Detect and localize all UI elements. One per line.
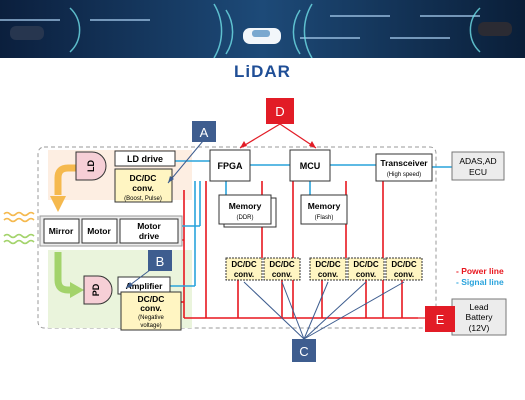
dcdc-small-5-conv: conv. xyxy=(394,270,414,279)
legend-power-line: - Power line xyxy=(456,266,504,276)
transceiver-block xyxy=(375,153,433,182)
legend-signal-line: - Signal line xyxy=(456,277,504,287)
dcdc-boost-conv: conv. xyxy=(132,183,154,193)
receive-arrowhead xyxy=(70,282,84,298)
memory-flash-sub: (Flash) xyxy=(315,215,334,221)
ecu-label: ECU xyxy=(469,167,487,177)
transceiver-label: Transceiver xyxy=(380,158,428,168)
callout-d-label: D xyxy=(275,104,284,119)
dcdc-small-4-conv: conv. xyxy=(356,270,376,279)
receive-path-arrow xyxy=(54,252,72,294)
dcdc-small-2-title: DC/DC xyxy=(269,260,295,269)
mirror-label: Mirror xyxy=(49,226,74,236)
motor-block xyxy=(81,218,118,244)
ld-label: LD xyxy=(86,160,96,172)
callout-d-arrowhead-2 xyxy=(309,141,316,148)
callout-c-label: C xyxy=(299,344,308,359)
memory-flash-label: Memory xyxy=(308,201,341,211)
ld-drive-label: LD drive xyxy=(127,154,163,164)
signal-lines xyxy=(170,160,452,287)
callout-e-box xyxy=(425,306,455,332)
emit-path-arrow xyxy=(54,164,76,195)
mcu-block xyxy=(289,149,331,182)
motor-drive-label-2: drive xyxy=(139,231,160,241)
callout-b-arrowhead xyxy=(126,282,133,288)
motor-drive-block xyxy=(119,218,179,244)
dcdc-small-4-title: DC/DC xyxy=(353,260,379,269)
adas-ecu-block xyxy=(451,151,505,181)
callout-d-box xyxy=(266,98,294,124)
battery-label-1: Lead xyxy=(470,302,489,312)
dcdc-small-1: DC/DC conv. xyxy=(225,257,263,281)
dcdc-negative-block xyxy=(120,291,182,331)
motor-drive-label-1: Motor xyxy=(137,221,161,231)
power-lines xyxy=(180,181,418,319)
battery-label-2: Battery xyxy=(466,312,494,322)
callout-c-box xyxy=(292,339,316,362)
outgoing-beams xyxy=(3,211,35,223)
ld-block xyxy=(75,151,107,181)
dcdc-small-3-conv: conv. xyxy=(318,270,338,279)
dcdc-negative-title: DC/DC xyxy=(138,294,165,304)
dcdc-negative-sub2: voltage) xyxy=(140,323,161,329)
battery-label-3: (12V) xyxy=(469,323,490,333)
callout-a-label: A xyxy=(200,125,209,140)
mirror-block xyxy=(43,218,80,244)
dcdc-small-4: DC/DC conv. xyxy=(347,257,385,281)
dcdc-small-3: DC/DC conv. xyxy=(309,257,347,281)
dcdc-small-5-title: DC/DC xyxy=(391,260,417,269)
callout-a-box xyxy=(192,121,216,142)
mcu-label: MCU xyxy=(300,161,321,171)
dcdc-small-2: DC/DC conv. xyxy=(263,257,301,281)
pd-label: PD xyxy=(91,283,101,296)
callout-a-arrowhead xyxy=(168,176,174,183)
callout-b-box xyxy=(148,250,172,271)
ld-drive-block xyxy=(114,150,176,167)
emit-arrowhead xyxy=(50,196,66,212)
battery-block xyxy=(451,298,507,336)
dcdc-small-1-conv: conv. xyxy=(234,270,254,279)
system-boundary xyxy=(37,146,437,329)
dcdc-boost-title: DC/DC xyxy=(130,173,157,183)
memory-ddr-label: Memory xyxy=(229,201,262,211)
incoming-beams xyxy=(3,233,35,245)
callout-d-arrowhead-1 xyxy=(240,141,247,148)
callout-c-pointers xyxy=(243,281,405,340)
dcdc-boost-block xyxy=(114,168,173,203)
callout-d-pointers xyxy=(239,123,317,149)
dcdc-boost-sub: (Boost, Pulse) xyxy=(124,196,162,202)
callout-b-label: B xyxy=(156,254,165,269)
memory-ddr-block xyxy=(218,194,272,225)
fpga-block xyxy=(209,149,251,182)
dcdc-small-3-title: DC/DC xyxy=(315,260,341,269)
dcdc-negative-conv: conv. xyxy=(140,303,162,313)
page-title: LiDAR xyxy=(234,62,291,81)
dcdc-small-1-title: DC/DC xyxy=(231,260,257,269)
callout-a-pointer xyxy=(167,140,204,184)
road-banner-image xyxy=(0,0,525,58)
amplifier-label: Amplifier xyxy=(126,281,164,291)
adas-label: ADAS,AD xyxy=(459,156,496,166)
dcdc-small-2-conv: conv. xyxy=(272,270,292,279)
memory-flash-block xyxy=(300,194,348,225)
motor-label: Motor xyxy=(87,226,111,236)
pd-block xyxy=(83,275,113,305)
dcdc-negative-sub1: (Negative xyxy=(138,315,164,321)
transceiver-sub: (High speed) xyxy=(387,172,421,178)
memory-ddr-sub: (DDR) xyxy=(237,215,254,221)
callout-e-label: E xyxy=(436,312,445,327)
fpga-label: FPGA xyxy=(217,161,243,171)
dcdc-small-5: DC/DC conv. xyxy=(385,257,423,281)
